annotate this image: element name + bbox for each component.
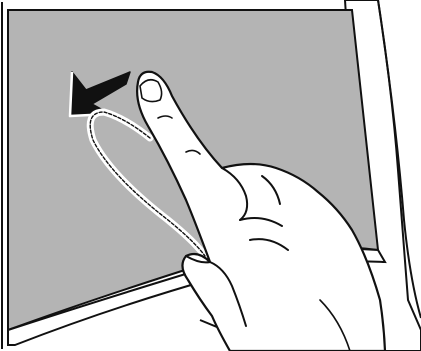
gesture-illustration: [0, 0, 421, 351]
illustration-canvas: [0, 0, 421, 351]
